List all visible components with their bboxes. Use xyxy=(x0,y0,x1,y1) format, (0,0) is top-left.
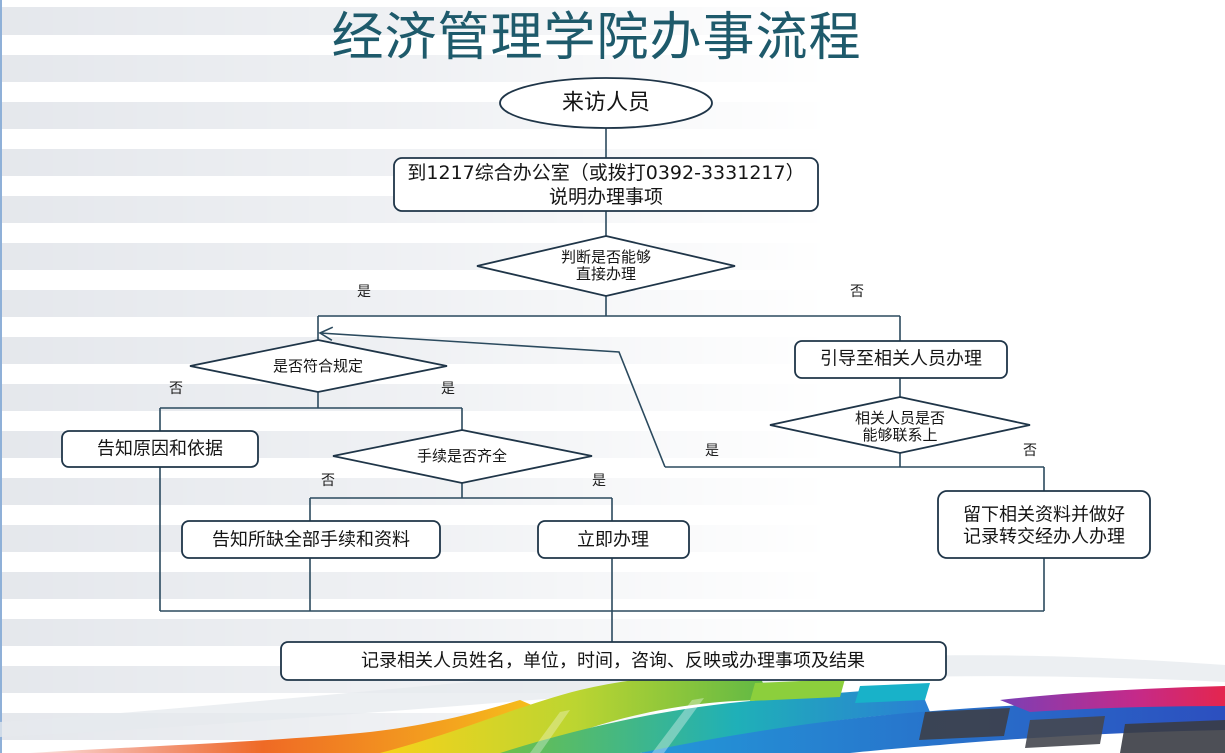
ribbon-dark-block-1 xyxy=(919,708,1010,740)
ribbon-highlight-2 xyxy=(530,710,570,753)
contact-office-line-2: 说明办理事项 xyxy=(549,186,663,208)
connector-rules-split xyxy=(160,392,462,409)
rules-decision-label: 是否符合规定 xyxy=(273,357,363,375)
left-edge-line xyxy=(0,0,2,753)
contact-decision-line-1: 相关人员是否 xyxy=(855,409,945,427)
ribbon-yellow-green-band xyxy=(380,674,770,753)
ribbon-dark-block-3 xyxy=(1120,720,1225,753)
connector-direct-decision-split xyxy=(318,296,900,317)
inform-reason-node xyxy=(61,430,259,468)
direct-decision-line-1: 判断是否能够 xyxy=(561,248,651,266)
shapes xyxy=(61,77,1151,681)
contact-decision-node xyxy=(769,396,1031,454)
inform-reason-label: 告知原因和依据 xyxy=(97,439,223,460)
ribbon-dark-block-2 xyxy=(1025,716,1105,748)
refer-node xyxy=(794,340,1008,379)
record-node xyxy=(280,641,947,681)
ribbon-lime-block xyxy=(750,679,845,701)
direct-no-label: 否 xyxy=(850,284,864,300)
connector-documents-split xyxy=(310,483,612,499)
connector-contact-split xyxy=(665,453,1044,468)
ribbon-highlight-1 xyxy=(652,698,704,753)
connector-contact-yes-return xyxy=(319,332,666,468)
ribbon-green-blue-band xyxy=(500,688,930,753)
rules-decision-node xyxy=(189,339,448,393)
contact-office-line-1: 到1217综合办公室（或拨打0392-3331217） xyxy=(407,162,804,184)
connectors xyxy=(159,128,1045,642)
direct-yes-label: 是 xyxy=(357,284,371,300)
handle-now-label: 立即办理 xyxy=(577,530,649,551)
direct-decision-node xyxy=(476,235,736,297)
edge-labels: 是 否 否 是 否 是 是 否 xyxy=(169,284,1037,489)
ribbon-purple-red-band xyxy=(1000,686,1225,712)
leave-materials-line-2: 记录转交经办人办理 xyxy=(963,527,1125,548)
inform-missing-label: 告知所缺全部手续和资料 xyxy=(212,530,410,551)
start-node-label: 来访人员 xyxy=(562,91,650,116)
start-node xyxy=(499,77,713,129)
direct-decision-line-2: 直接办理 xyxy=(576,265,636,283)
contact-decision-line-2: 能够联系上 xyxy=(862,426,937,444)
inform-missing-node xyxy=(181,520,441,559)
documents-yes-label: 是 xyxy=(592,473,606,489)
contact-yes-label: 是 xyxy=(705,443,719,459)
documents-decision-node xyxy=(332,429,593,484)
rules-no-label: 否 xyxy=(169,381,183,397)
ribbon-orange-band xyxy=(30,700,548,753)
contact-office-node xyxy=(393,157,819,212)
record-label: 记录相关人员姓名，单位，时间，咨询、反映或办理事项及结果 xyxy=(361,651,865,672)
rules-yes-label: 是 xyxy=(441,381,455,397)
contact-no-label: 否 xyxy=(1023,443,1037,459)
node-labels: 来访人员 到1217综合办公室（或拨打0392-3331217） 说明办理事项 … xyxy=(97,91,1125,672)
ribbon-teal-block xyxy=(855,683,930,703)
documents-decision-label: 手续是否齐全 xyxy=(417,447,507,465)
page-title: 经济管理学院办事流程 xyxy=(331,8,862,68)
leave-materials-node xyxy=(937,490,1151,559)
handle-now-node xyxy=(537,520,690,559)
refer-label: 引导至相关人员办理 xyxy=(820,349,982,370)
return-arrowhead xyxy=(318,326,334,341)
leave-materials-line-1: 留下相关资料并做好 xyxy=(963,505,1125,526)
documents-no-label: 否 xyxy=(321,473,335,489)
